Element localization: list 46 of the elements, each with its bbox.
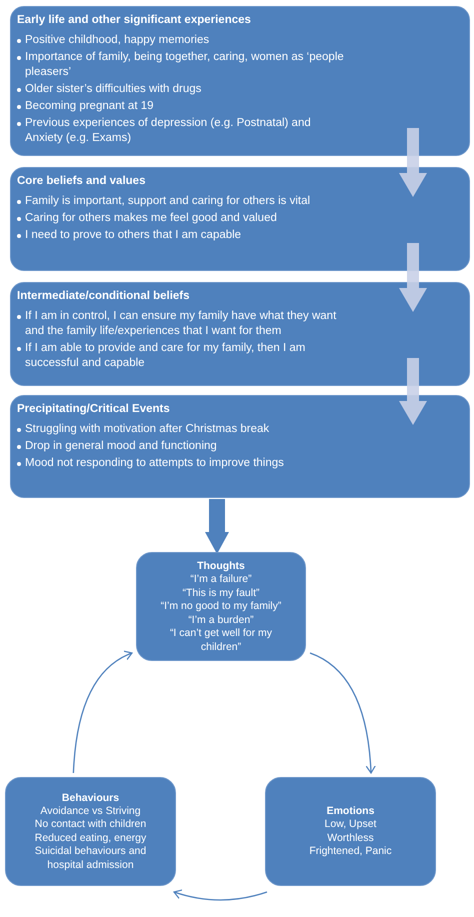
bullet-item: Drop in general mood and functioning bbox=[25, 439, 218, 454]
box-heading: Emotions bbox=[326, 804, 376, 818]
block-arrow bbox=[399, 128, 427, 197]
bullet-item: I need to prove to others that I am capable bbox=[25, 228, 242, 243]
box-text: “This is my fault” bbox=[181, 586, 260, 600]
box-text: Frightened, Panic bbox=[308, 845, 393, 859]
block-arrow bbox=[399, 358, 427, 425]
bullet-item: Struggling with motivation after Christmas break bbox=[25, 422, 270, 437]
text-box bbox=[10, 6, 470, 156]
box-text: No contact with children bbox=[34, 818, 148, 832]
bullet-item: Becoming pregnant at 19 bbox=[25, 99, 155, 114]
curved-arrow bbox=[72, 651, 133, 774]
bullet-item: Importance of family, being together, caring, women as ‘people pleasers’ bbox=[25, 50, 345, 80]
bullet-item: Family is important, support and caring for others is vital bbox=[25, 194, 312, 209]
bullet-item: Previous experiences of depression (e.g. Postnatal) and Anxiety (e.g. Exams) bbox=[25, 116, 312, 146]
box-text: Reduced eating, energy bbox=[34, 832, 148, 846]
box-text: “I’m no good to my family” bbox=[160, 600, 282, 614]
box-text: Worthless bbox=[326, 832, 375, 846]
text-box bbox=[10, 167, 470, 271]
text-box bbox=[10, 395, 470, 498]
bullet-item: If I am able to provide and care for my family, then I am successful and capable bbox=[25, 341, 306, 371]
bullet-item: If I am in control, I can ensure my family have what they want and the family life/experiences that I want for them bbox=[25, 309, 338, 339]
box-text: “I can’t get well for my children” bbox=[168, 627, 274, 654]
block-arrow bbox=[205, 499, 229, 554]
box-heading: Intermediate/conditional beliefs bbox=[17, 289, 191, 303]
box-heading: Behaviours bbox=[60, 790, 120, 805]
box-text: “I’m a failure” bbox=[189, 573, 253, 586]
box-text: “I’m a burden” bbox=[187, 614, 255, 627]
text-box bbox=[265, 777, 436, 886]
block-arrow bbox=[399, 243, 427, 312]
box-heading: Precipitating/Critical Events bbox=[17, 402, 171, 416]
text-box bbox=[10, 282, 470, 386]
box-heading: Early life and other significant experiences bbox=[17, 13, 252, 27]
bullet-item: Older sister’s difficulties with drugs bbox=[25, 82, 202, 97]
bullet-item: Caring for others makes me feel good and valued bbox=[25, 211, 278, 226]
box-text: Avoidance vs Striving bbox=[39, 804, 142, 818]
curved-arrow bbox=[173, 889, 268, 901]
bullet-item: Positive childhood, happy memories bbox=[25, 33, 210, 48]
box-text: Low, Upset bbox=[324, 818, 378, 832]
box-text: Suicidal behaviours and hospital admission bbox=[34, 845, 148, 872]
curved-arrow bbox=[310, 652, 376, 774]
bullet-item: Mood not responding to attempts to improve things bbox=[25, 456, 285, 471]
text-box bbox=[5, 777, 176, 886]
text-box bbox=[136, 552, 306, 661]
box-heading: Core beliefs and values bbox=[17, 174, 146, 188]
box-heading: Thoughts bbox=[196, 559, 246, 573]
